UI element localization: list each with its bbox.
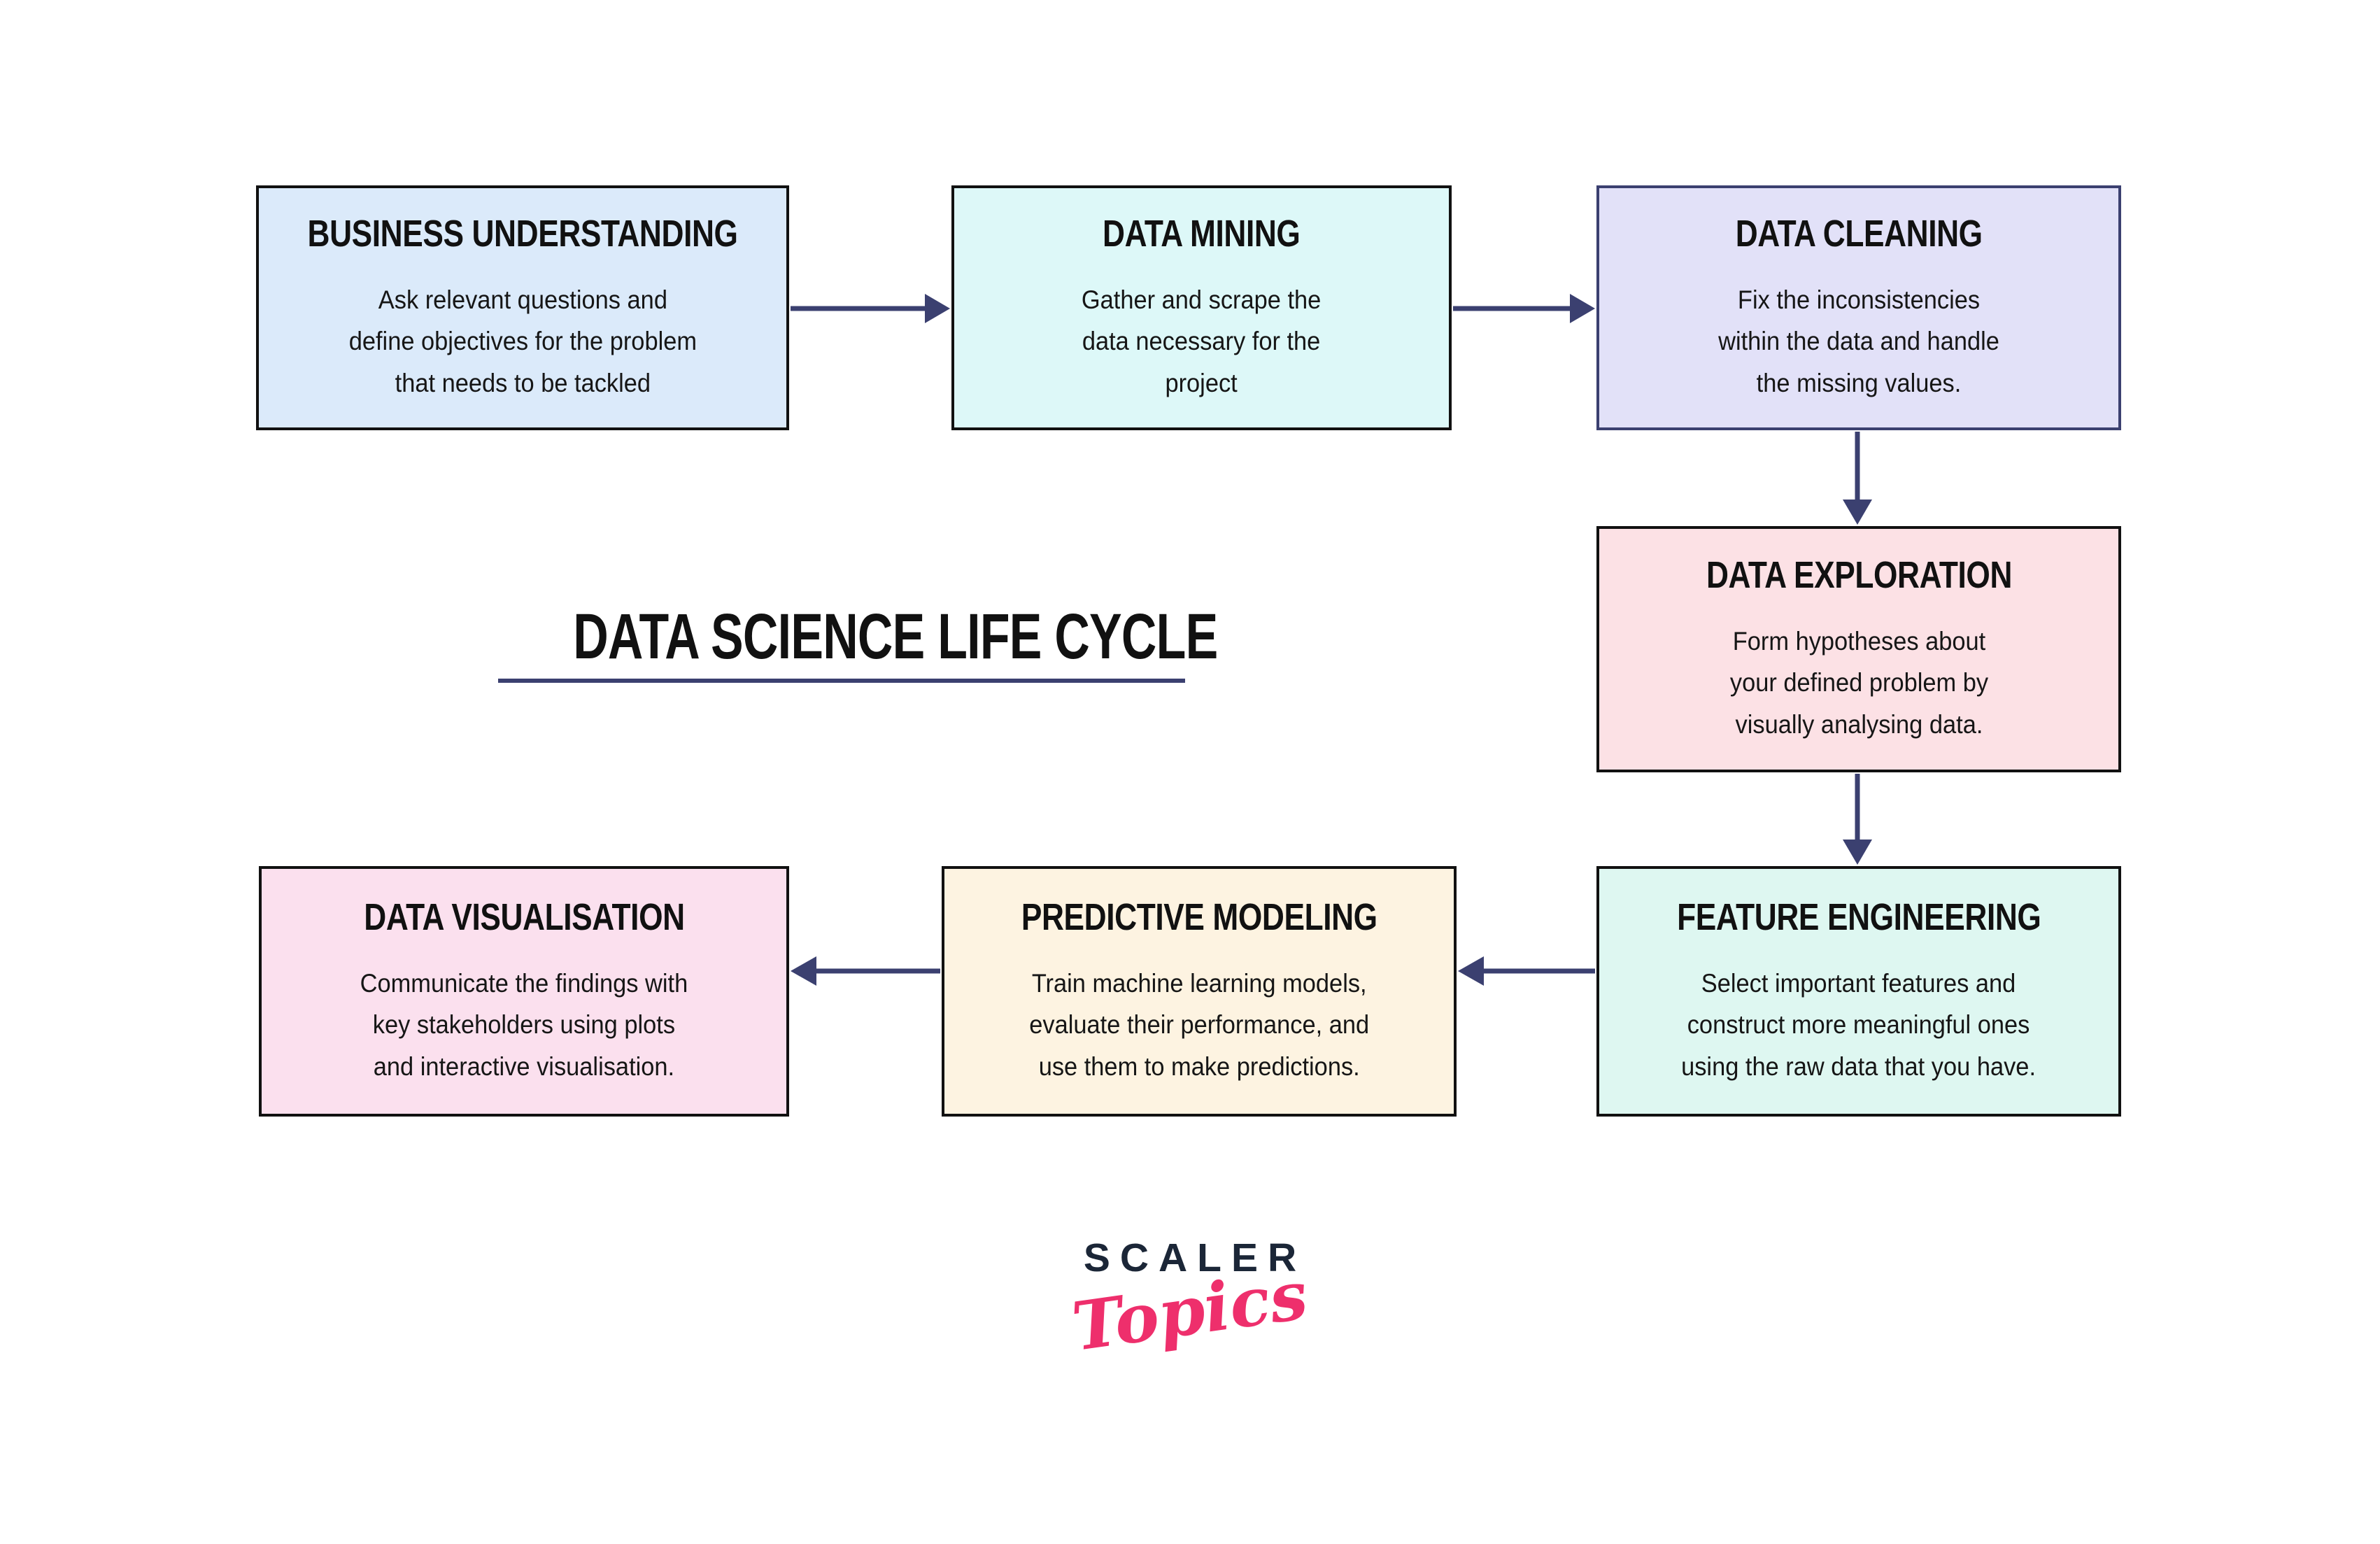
scaler-topics-logo: SCALER Topics <box>1008 1235 1372 1366</box>
arrow-predictive-to-visualisation <box>791 956 940 986</box>
box-title: DATA MINING <box>1103 213 1301 255</box>
box-title: BUSINESS UNDERSTANDING <box>307 213 738 255</box>
arrow-cleaning-to-exploration <box>1843 432 1872 525</box>
box-description: Select important features and construct … <box>1681 969 2037 1081</box>
box-title: DATA EXPLORATION <box>1706 554 2012 597</box>
arrow-feature-to-predictive <box>1458 956 1595 986</box>
box-description: Communicate the findings with key stakeh… <box>360 969 688 1081</box>
scaler-wordmark: SCALER <box>1083 1235 1307 1280</box>
box-data-visualisation: DATA VISUALISATION Communicate the findi… <box>259 866 789 1117</box>
box-title: DATA CLEANING <box>1735 213 1983 255</box>
box-data-cleaning: DATA CLEANING Fix the inconsistencies wi… <box>1596 185 2121 430</box>
box-feature-engineering: FEATURE ENGINEERING Select important fea… <box>1596 866 2121 1117</box>
title-underline <box>498 679 1185 683</box>
box-data-mining: DATA MINING Gather and scrape the data n… <box>951 185 1452 430</box>
box-description: Train machine learning models, evaluate … <box>1029 969 1369 1081</box>
box-description: Ask relevant questions and define object… <box>348 285 697 397</box>
box-description: Fix the inconsistencies within the data … <box>1718 285 1999 397</box>
arrow-business-to-mining <box>791 294 950 323</box>
diagram-title-block: DATA SCIENCE LIFE CYCLE <box>488 601 1218 683</box>
arrow-mining-to-cleaning <box>1453 294 1595 323</box>
box-title: PREDICTIVE MODELING <box>1021 896 1377 939</box>
box-business-understanding: BUSINESS UNDERSTANDING Ask relevant ques… <box>256 185 789 430</box>
page-title: DATA SCIENCE LIFE CYCLE <box>573 601 1218 672</box>
box-title: DATA VISUALISATION <box>363 896 685 939</box>
box-description: Form hypotheses about your defined probl… <box>1729 627 1988 739</box>
box-predictive-modeling: PREDICTIVE MODELING Train machine learni… <box>942 866 1457 1117</box>
box-title: FEATURE ENGINEERING <box>1676 896 2041 939</box>
box-description: Gather and scrape the data necessary for… <box>1082 285 1322 397</box>
box-data-exploration: DATA EXPLORATION Form hypotheses about y… <box>1596 526 2121 772</box>
arrow-exploration-to-feature <box>1843 774 1872 865</box>
